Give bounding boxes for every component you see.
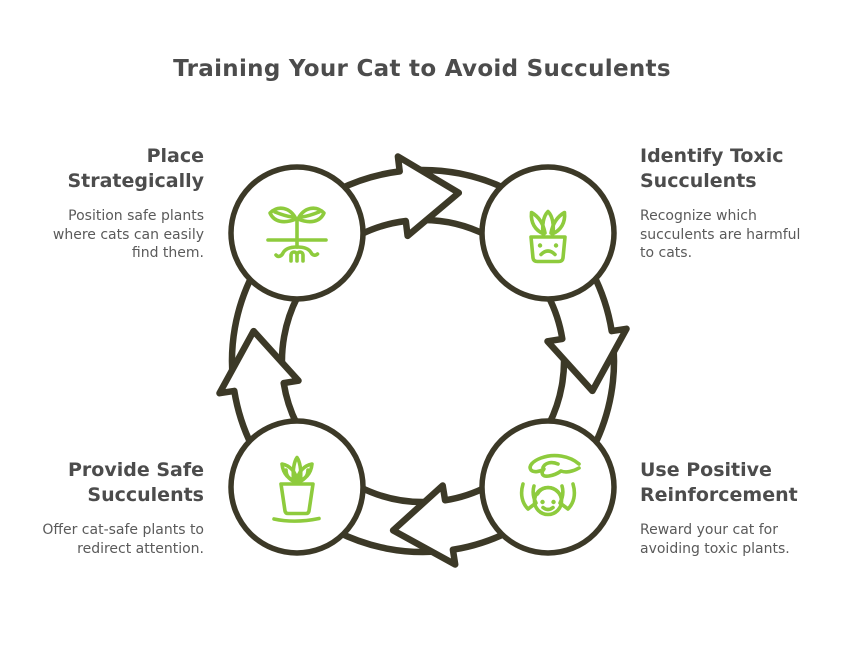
step-title: Use Positive Reinforcement — [640, 459, 798, 506]
step-description: Recognize which succulents are harmful t… — [640, 208, 801, 261]
tulip-in-pot-icon — [272, 455, 321, 523]
step-text-top-right: Identify Toxic Succulents Recognize whic… — [640, 144, 800, 263]
step-title: Identify Toxic Succulents — [640, 145, 784, 192]
step-description: Offer cat-safe plants to redirect attent… — [42, 522, 204, 557]
step-description: Reward your cat for avoiding toxic plant… — [640, 522, 790, 557]
hand-petting-cat-icon — [519, 453, 581, 517]
seedling-with-roots-icon — [266, 206, 328, 263]
step-description: Position safe plants where cats can easi… — [52, 208, 204, 261]
step-title: Place Strategically — [67, 145, 204, 192]
step-node-circle-top-right — [479, 164, 617, 302]
step-text-top-left: Place Strategically Position safe plants… — [53, 144, 204, 263]
step-node-circle-bottom-left — [228, 418, 366, 556]
sad-succulent-pot-icon — [529, 209, 567, 264]
step-text-bottom-right: Use Positive Reinforcement Reward your c… — [640, 458, 798, 558]
step-title: Provide Safe Succulents — [67, 459, 204, 506]
page-title: Training Your Cat to Avoid Succulents — [173, 56, 671, 82]
step-text-bottom-left: Provide Safe Succulents Offer cat-safe p… — [42, 458, 204, 558]
